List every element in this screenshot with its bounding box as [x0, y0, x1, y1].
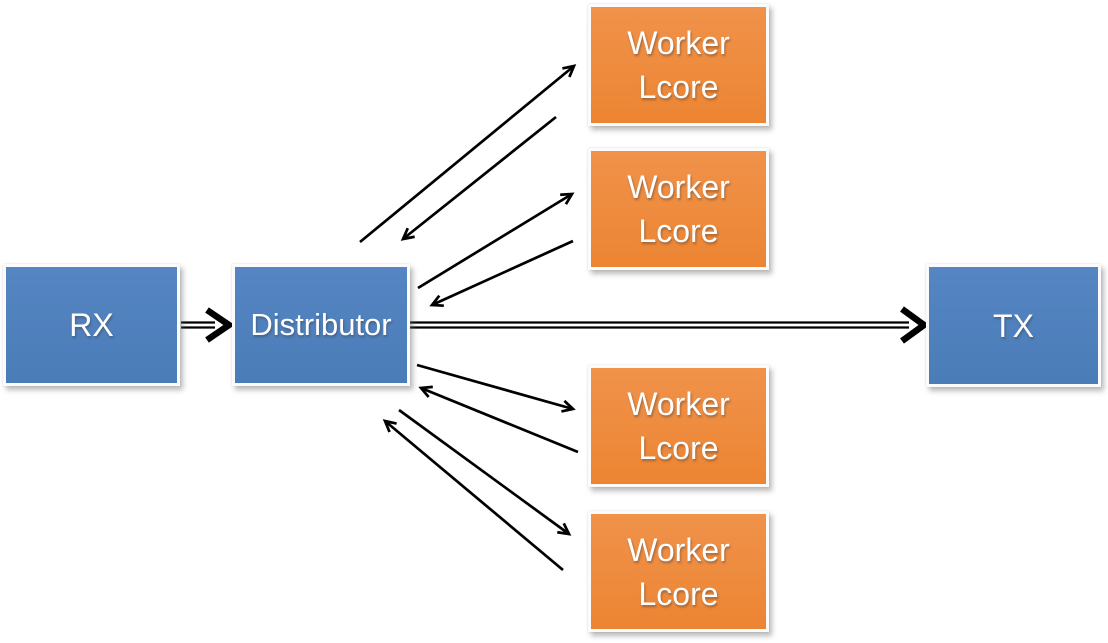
arrow-worker-4-to-distributor-icon [382, 419, 564, 572]
node-worker-1-label-line2: Lcore [638, 69, 719, 105]
arrow-distributor-to-worker-1-icon [359, 64, 577, 244]
node-worker-2-label-line2: Lcore [638, 213, 719, 249]
node-tx-label: TX [993, 307, 1034, 344]
node-worker-4-label-line2: Lcore [638, 575, 719, 612]
node-rx-label: RX [69, 307, 114, 343]
arrow-worker-3-to-distributor-icon [418, 385, 579, 454]
node-worker-lcore-1: Worker Lcore [588, 4, 769, 126]
node-worker-2-label-line1: Worker [627, 169, 730, 205]
node-rx: RX [3, 264, 180, 386]
arrow-worker-1-to-distributor-icon [400, 115, 557, 241]
node-tx: TX [926, 264, 1101, 387]
node-worker-lcore-4: Worker Lcore [588, 511, 769, 632]
arrow-worker-2-to-distributor-icon [429, 239, 574, 308]
node-distributor: Distributor [232, 264, 410, 386]
node-worker-3-label-line2: Lcore [638, 430, 719, 466]
arrow-distributor-to-worker-2-icon [417, 192, 575, 290]
arrow-distributor-to-tx-icon [410, 306, 930, 344]
node-worker-lcore-3: Worker Lcore [588, 365, 769, 487]
arrow-rx-to-distributor-icon [181, 307, 235, 343]
node-worker-lcore-2: Worker Lcore [588, 148, 769, 270]
arrow-distributor-to-worker-3-icon [416, 363, 576, 413]
node-worker-3-label-line1: Worker [627, 386, 730, 422]
node-distributor-label: Distributor [250, 307, 392, 342]
arrow-distributor-to-worker-4-icon [398, 408, 572, 536]
node-worker-1-label-line1: Worker [627, 25, 730, 61]
node-worker-4-label-line1: Worker [627, 531, 730, 568]
